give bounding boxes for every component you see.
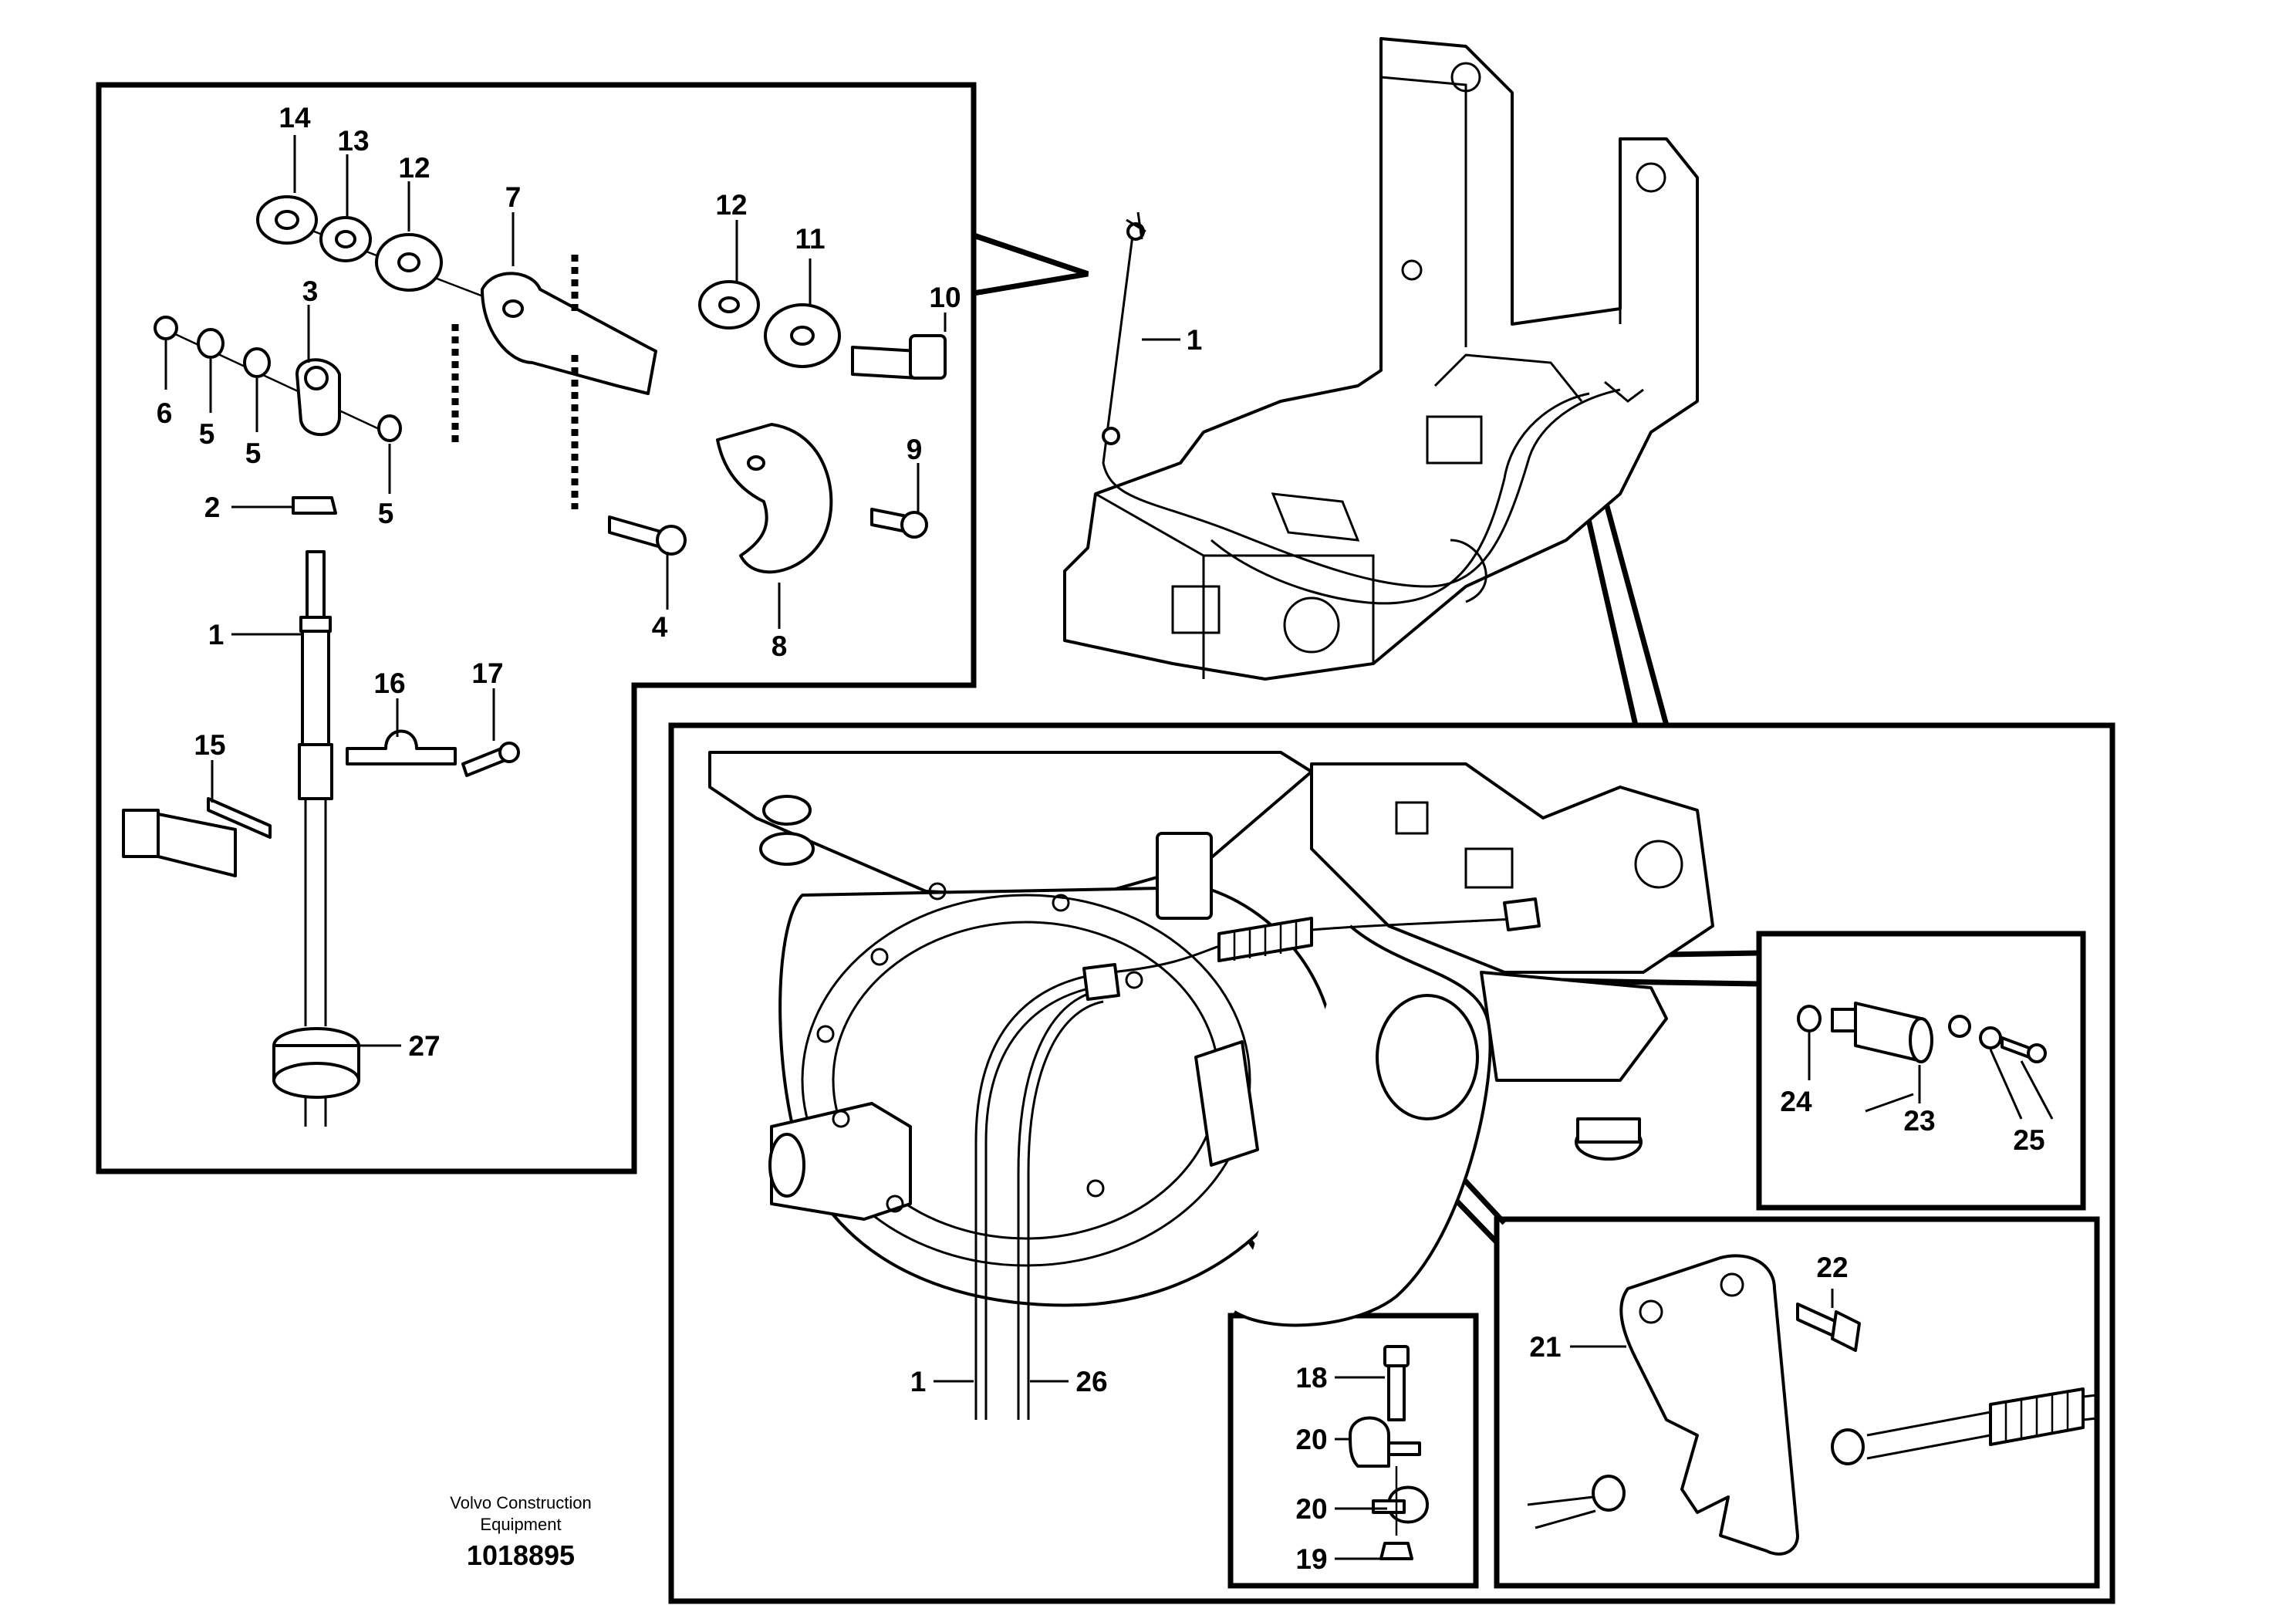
callout-1-detail: 1 — [208, 619, 225, 650]
callout-labels: 14 13 12 7 3 6 5 5 5 2 1 12 11 10 9 4 8 … — [157, 102, 2045, 1575]
detail-frame-engine — [668, 722, 2115, 1604]
callout-1-engine: 1 — [910, 1366, 927, 1397]
callout-20b: 20 — [1295, 1493, 1327, 1525]
clamp-detail — [1349, 1345, 1429, 1560]
callout-7: 7 — [505, 181, 522, 213]
callout-1-frame: 1 — [1187, 324, 1203, 356]
pin-detail — [1797, 1002, 2047, 1063]
company-line-2: Equipment — [480, 1515, 561, 1534]
callout-21: 21 — [1529, 1331, 1561, 1363]
callout-2: 2 — [204, 492, 221, 523]
callout-13: 13 — [337, 125, 369, 157]
callout-20a: 20 — [1295, 1424, 1327, 1455]
lever-assembly — [122, 195, 947, 1127]
callout-8: 8 — [772, 630, 788, 662]
callout-6: 6 — [157, 397, 173, 429]
callout-26: 26 — [1075, 1366, 1107, 1397]
callout-16: 16 — [373, 667, 405, 699]
callout-9: 9 — [907, 434, 923, 465]
leader-lines — [164, 135, 2054, 1560]
machine-frame — [1063, 37, 1699, 681]
callout-27: 27 — [408, 1030, 440, 1062]
detail-frame-lever — [96, 82, 1089, 1174]
callout-12b: 12 — [715, 189, 747, 221]
callout-19: 19 — [1295, 1543, 1327, 1575]
callout-5a: 5 — [199, 418, 215, 450]
callout-10: 10 — [929, 282, 961, 313]
callout-12a: 12 — [398, 152, 430, 184]
drawing-number: 1018895 — [467, 1539, 575, 1571]
callout-14: 14 — [279, 102, 311, 133]
engine-transmission — [708, 751, 1714, 1420]
callout-3: 3 — [302, 275, 319, 307]
company-line-1: Volvo Construction — [450, 1493, 591, 1512]
callout-22: 22 — [1816, 1252, 1848, 1283]
detail-frame-bracket-21 — [1494, 1216, 2100, 1589]
callout-4: 4 — [652, 611, 668, 643]
detail-frame-bracket-24 — [1756, 931, 2086, 1211]
bracket-detail — [1527, 1254, 2098, 1556]
callout-23: 23 — [1903, 1105, 1935, 1137]
callout-5c: 5 — [378, 498, 394, 529]
callout-24: 24 — [1780, 1086, 1812, 1117]
callout-15: 15 — [194, 729, 225, 761]
callout-17: 17 — [471, 657, 503, 689]
callout-25: 25 — [2013, 1124, 2044, 1156]
callout-5b: 5 — [245, 438, 262, 469]
footer-block: Volvo Construction Equipment 1018895 — [450, 1493, 591, 1571]
callout-18: 18 — [1295, 1362, 1327, 1394]
callout-11: 11 — [795, 223, 825, 255]
